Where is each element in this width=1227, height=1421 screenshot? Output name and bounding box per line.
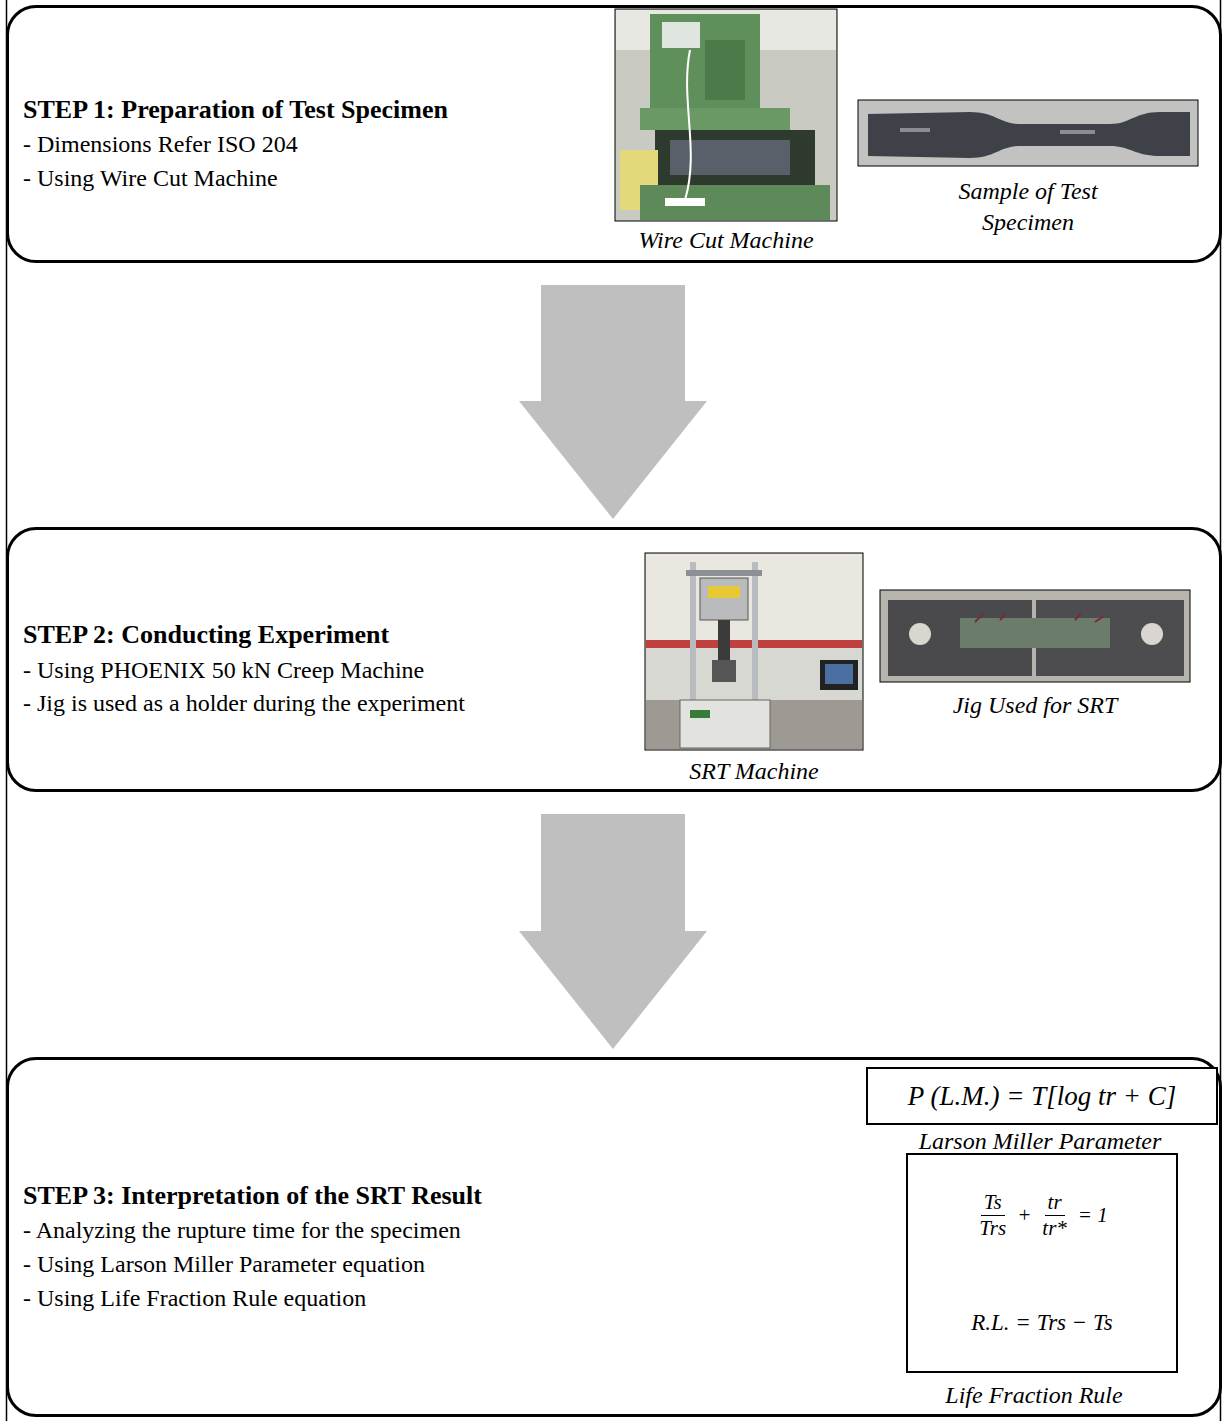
- fraction-row: TsTrs + trtr* = 1: [976, 1190, 1107, 1241]
- operator: +: [1017, 1203, 1031, 1228]
- photo-caption: Jig Used for SRT: [885, 690, 1185, 721]
- text-column: STEP 3: Interpretation of the SRT Result…: [23, 1060, 613, 1414]
- bullet-text: - Using PHOENIX 50 kN Creep Machine: [23, 654, 613, 688]
- photo-caption: SRT Machine: [634, 756, 874, 787]
- equation-box: P (L.M.) = T[log tr + C]: [866, 1067, 1218, 1125]
- step-box: STEP 2: Conducting Experiment- Using PHO…: [6, 527, 1222, 792]
- step-box: STEP 3: Interpretation of the SRT Result…: [6, 1057, 1222, 1417]
- denominator: tr*: [1039, 1216, 1070, 1241]
- step-heading: STEP 1: Preparation of Test Specimen: [23, 91, 613, 129]
- bullet-text: - Using Life Fraction Rule equation: [23, 1282, 613, 1316]
- flow-arrow: [519, 814, 707, 1049]
- bullet-text: - Using Larson Miller Parameter equation: [23, 1248, 613, 1282]
- text-column: STEP 1: Preparation of Test Specimen- Di…: [23, 8, 613, 260]
- equation-box: TsTrs + trtr* = 1 R.L. = Trs − Ts: [906, 1153, 1178, 1373]
- fraction: trtr*: [1039, 1190, 1070, 1241]
- photo-caption: Sample of Test Specimen: [918, 176, 1138, 238]
- step-heading: STEP 3: Interpretation of the SRT Result: [23, 1177, 613, 1215]
- photo-caption: Wire Cut Machine: [596, 225, 856, 256]
- numerator: Ts: [981, 1190, 1005, 1216]
- photo-caption: Larson Miller Parameter: [870, 1126, 1210, 1157]
- bullet-text: - Analyzing the rupture time for the spe…: [23, 1214, 613, 1248]
- photo-caption: Life Fraction Rule: [884, 1380, 1184, 1411]
- bullet-text: - Dimensions Refer ISO 204: [23, 128, 613, 162]
- operator: = 1: [1078, 1203, 1108, 1228]
- jig-photo: [880, 590, 1190, 682]
- flow-arrow: [519, 285, 707, 519]
- fraction: TsTrs: [976, 1190, 1009, 1241]
- bullet-text: - Jig is used as a holder during the exp…: [23, 687, 613, 721]
- equation-text: R.L. = Trs − Ts: [971, 1310, 1112, 1336]
- equation-text: P (L.M.) = T[log tr + C]: [908, 1081, 1176, 1112]
- denominator: Trs: [976, 1216, 1009, 1241]
- specimen-photo: [858, 100, 1198, 166]
- bullet-text: - Using Wire Cut Machine: [23, 162, 613, 196]
- numerator: tr: [1045, 1190, 1065, 1216]
- srt-machine-photo: [645, 553, 863, 750]
- step-heading: STEP 2: Conducting Experiment: [23, 616, 613, 654]
- wire-cut-photo: [615, 9, 837, 221]
- text-column: STEP 2: Conducting Experiment- Using PHO…: [23, 530, 613, 789]
